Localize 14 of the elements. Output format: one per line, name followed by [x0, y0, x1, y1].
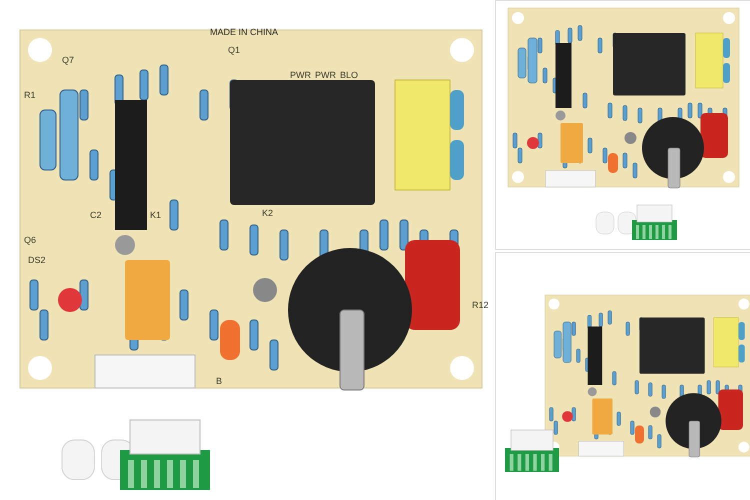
silkscreen-label: Q7: [62, 55, 74, 65]
silkscreen-label: R12: [472, 300, 489, 310]
silkscreen-label: Q1: [228, 45, 240, 55]
silkscreen-label: PWR: [290, 70, 311, 80]
silkscreen-label: K2: [262, 208, 274, 218]
silkscreen-label: DS2: [28, 255, 46, 265]
silkscreen-label: MADE IN CHINA: [210, 27, 278, 37]
silkscreen-label: C2: [90, 210, 102, 220]
silkscreen-label: R1: [24, 90, 36, 100]
silkscreen-label: BLO: [340, 70, 358, 80]
silkscreen-label: PWR: [315, 70, 336, 80]
silkscreen-label: B: [216, 376, 222, 386]
silkscreen-label: Q6: [24, 235, 36, 245]
silkscreen-label: K1: [150, 210, 162, 220]
